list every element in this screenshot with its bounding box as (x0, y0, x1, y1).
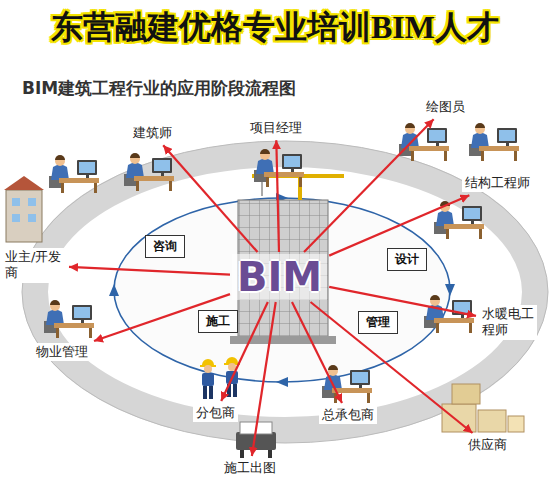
role-text: 总承包商 (322, 407, 374, 423)
ring-arrow (276, 377, 288, 387)
supply-box (442, 404, 476, 432)
core-text: BIM (237, 254, 322, 300)
role-text: 结构工程师 (465, 175, 530, 191)
role-label: 供应商 (465, 436, 510, 454)
flow-arrow (252, 302, 276, 456)
role-text: 水暖电工程师 (482, 306, 534, 339)
role-label: 业主/开发商 (2, 248, 66, 283)
flow-arrow (276, 140, 279, 252)
stage-text: 设计 (395, 251, 419, 268)
stage-text: 施工 (206, 313, 230, 330)
property-figure (44, 300, 94, 338)
role-text: 物业管理 (36, 344, 88, 360)
role-label: 建筑师 (130, 124, 175, 142)
role-text: 项目经理 (250, 120, 302, 136)
role-text: 分包商 (196, 405, 235, 421)
owner-roof (4, 176, 44, 190)
outer-ring (35, 154, 535, 430)
role-label: 水暖电工程师 (479, 305, 537, 340)
contractor-figure (322, 365, 372, 403)
role-label: 物业管理 (33, 343, 91, 361)
role-label: 总承包商 (319, 406, 377, 424)
flow-arrow (304, 119, 434, 252)
role-label: 分包商 (193, 404, 238, 422)
stage-box: 咨询 (145, 235, 185, 258)
building-grid (238, 200, 328, 338)
flow-arrow (292, 302, 342, 403)
owner-figure (49, 155, 99, 193)
supply-box (478, 410, 506, 432)
building (238, 200, 328, 338)
bim-core: BIM (232, 254, 327, 300)
stage-text: 咨询 (153, 238, 177, 255)
window (12, 214, 20, 222)
role-text: 供应商 (468, 437, 507, 453)
worker-figure (200, 359, 216, 399)
stage-text: 管理 (366, 314, 390, 331)
flow-arrow (329, 195, 469, 255)
role-label: 项目经理 (247, 119, 305, 137)
window (28, 214, 36, 222)
flow-arrow (329, 287, 476, 316)
drafter-figure (469, 123, 519, 161)
subtitle: BIM建筑工程行业的应用阶段流程图 (22, 77, 296, 100)
supply-box (508, 416, 524, 432)
manager-figure (254, 149, 304, 187)
role-label: 绘图员 (423, 98, 468, 116)
plotter-leg (268, 450, 272, 458)
diagram-title: 东营融建优格专业培训BIM人才 (0, 6, 550, 50)
stage-box: 设计 (387, 248, 427, 271)
owner-building (6, 190, 42, 242)
ring-arrow (109, 284, 119, 296)
architect-figure (124, 153, 174, 191)
stage-box: 管理 (358, 311, 398, 334)
plotter-leg (240, 450, 244, 458)
ring-arrow (445, 284, 455, 296)
role-label: 施工出图 (221, 459, 279, 477)
role-text: 建筑师 (133, 125, 172, 141)
window (28, 198, 36, 206)
outer-ring-edge (22, 141, 548, 443)
stage-box: 施工 (198, 310, 238, 333)
role-text: 施工出图 (224, 460, 276, 476)
role-text: 绘图员 (426, 99, 465, 115)
supply-box (452, 384, 480, 404)
window (12, 198, 20, 206)
flow-arrow (94, 294, 230, 341)
role-label: 结构工程师 (462, 174, 533, 192)
role-text: 业主/开发商 (5, 249, 63, 282)
flow-arrow (311, 302, 473, 433)
building-base (230, 336, 336, 344)
flow-arrow (69, 267, 230, 275)
